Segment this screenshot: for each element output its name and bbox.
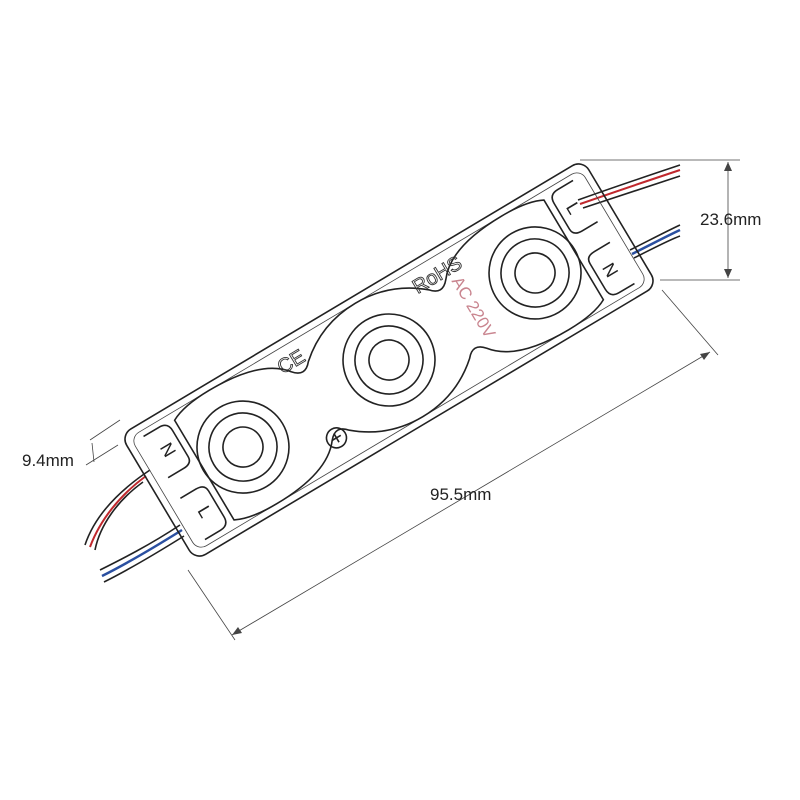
lens-height-label: 9.4mm (22, 451, 74, 470)
voltage-mark: AC 220V (448, 273, 499, 342)
dimension-lens-height: 9.4mm (22, 419, 121, 470)
terminal-label-left-l: L (194, 502, 216, 521)
wires-left (84, 469, 185, 583)
led-module: N L L N RoHS CE AC 220V (124, 163, 654, 557)
terminal-label-right-n: N (598, 259, 622, 280)
terminal-label-right-l: L (562, 199, 584, 218)
terminal-tab-right-l (551, 179, 599, 234)
screw-icon (325, 427, 348, 449)
terminal-label-left-n: N (156, 439, 180, 460)
terminal-tab-left-l (179, 486, 227, 541)
terminal-tab-right-n (587, 241, 635, 296)
dimension-length: 95.5mm (187, 289, 719, 641)
dimension-height: 23.6mm (580, 159, 761, 281)
wires-right (577, 164, 681, 259)
led-2 (342, 313, 436, 407)
length-label: 95.5mm (430, 485, 491, 504)
terminal-tab-left-n (143, 424, 191, 479)
height-label: 23.6mm (700, 210, 761, 229)
lens-body-outline (173, 199, 605, 521)
module-housing (124, 163, 654, 557)
led-3 (488, 226, 582, 320)
ce-mark: CE (274, 346, 309, 379)
led-1 (196, 400, 290, 494)
